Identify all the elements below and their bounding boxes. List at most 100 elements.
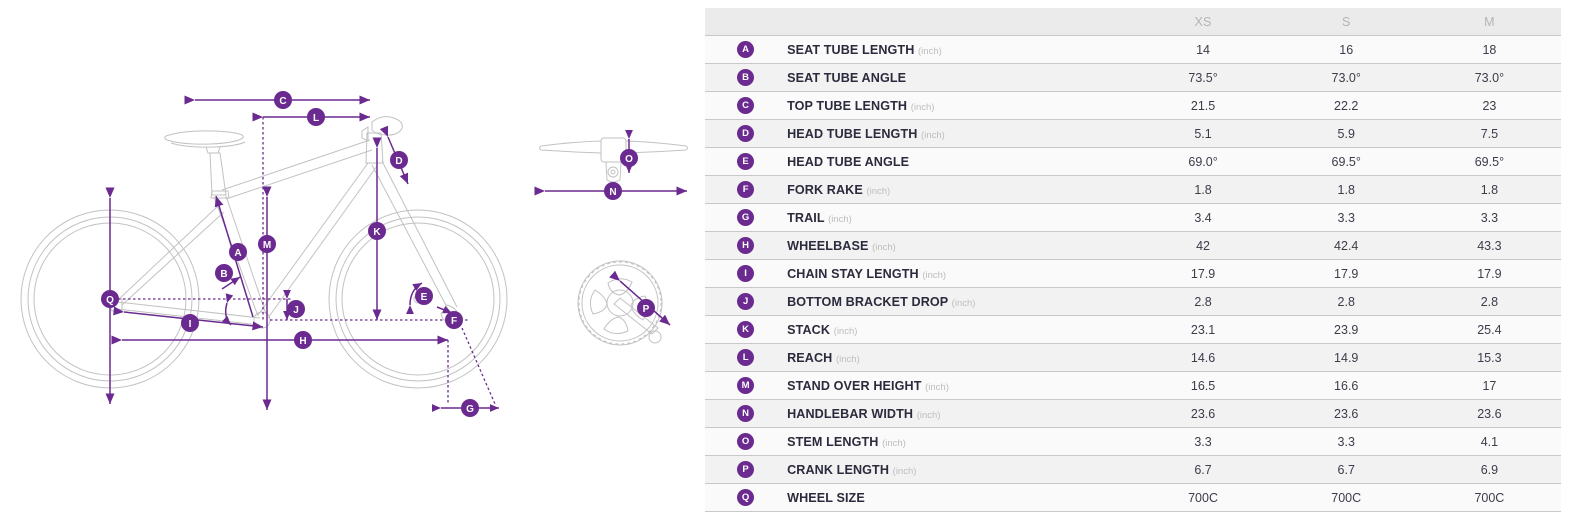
svg-text:H: H xyxy=(299,336,306,347)
marker-badge-f: F xyxy=(737,180,755,198)
value-cell-xs: 2.8 xyxy=(1131,287,1275,316)
marker-badge-d: D xyxy=(737,124,755,142)
row-label-cell: STEM LENGTH (inch) xyxy=(787,427,1132,456)
column-header-m: M xyxy=(1417,8,1561,36)
value-cell-s: 3.3 xyxy=(1274,203,1418,232)
svg-text:E: E xyxy=(421,292,428,303)
row-label-cell: HEAD TUBE LENGTH (inch) xyxy=(787,119,1132,148)
marker-badge-g: G xyxy=(737,208,755,226)
row-label-cell: TOP TUBE LENGTH (inch) xyxy=(787,91,1132,120)
value-cell-m: 700C xyxy=(1417,483,1561,512)
row-unit: (inch) xyxy=(872,241,896,253)
dimension-D-head-tube-length: D xyxy=(379,125,409,185)
row-badge-cell: J xyxy=(705,287,788,316)
value-cell-xs: 1.8 xyxy=(1131,175,1275,204)
column-header-xs: XS xyxy=(1131,8,1275,36)
row-badge-cell: D xyxy=(705,119,788,148)
row-label-cell: WHEELBASE (inch) xyxy=(787,231,1132,260)
row-badge-cell: C xyxy=(705,91,788,120)
row-label-cell: CRANK LENGTH (inch) xyxy=(787,455,1132,484)
value-cell-s: 73.0° xyxy=(1274,63,1418,92)
value-cell-s: 42.4 xyxy=(1274,231,1418,260)
row-unit: (inch) xyxy=(918,45,942,57)
marker-badge-e: E xyxy=(737,152,755,170)
value-cell-s: 17.9 xyxy=(1274,259,1418,288)
value-cell-m: 2.8 xyxy=(1417,287,1561,316)
value-cell-xs: 5.1 xyxy=(1131,119,1275,148)
svg-text:K: K xyxy=(373,227,381,238)
value-cell-s: 14.9 xyxy=(1274,343,1418,372)
marker-badge-j: J xyxy=(737,292,755,310)
row-label-cell: STAND OVER HEIGHT (inch) xyxy=(787,371,1132,400)
value-cell-m: 6.9 xyxy=(1417,455,1561,484)
value-cell-xs: 14 xyxy=(1131,35,1275,64)
row-label: WHEEL SIZE xyxy=(787,490,865,505)
row-unit: (inch) xyxy=(833,325,858,337)
value-cell-m: 73.0° xyxy=(1417,63,1561,92)
row-unit: (inch) xyxy=(925,381,949,393)
row-unit: (inch) xyxy=(910,101,935,113)
svg-text:B: B xyxy=(220,269,227,280)
marker-badge-m: M xyxy=(737,376,755,394)
marker-badge-o: O xyxy=(737,432,755,450)
svg-text:A: A xyxy=(234,248,241,259)
marker-badge-h: H xyxy=(737,236,755,254)
marker-badge-q: Q xyxy=(737,488,755,506)
value-cell-s: 23.9 xyxy=(1274,315,1418,344)
row-label: STACK xyxy=(787,322,831,337)
value-cell-m: 15.3 xyxy=(1417,343,1561,372)
value-cell-s: 700C xyxy=(1274,483,1418,512)
row-label-cell: TRAIL (inch) xyxy=(787,203,1132,232)
row-unit: (inch) xyxy=(892,465,917,477)
row-label: STAND OVER HEIGHT xyxy=(787,378,922,393)
value-cell-xs: 23.1 xyxy=(1131,315,1275,344)
row-label-cell: HANDLEBAR WIDTH (inch) xyxy=(787,399,1132,428)
dimension-A-seat-tube-length: A xyxy=(214,195,254,318)
value-cell-s: 69.5° xyxy=(1274,147,1418,176)
row-label: HEAD TUBE LENGTH xyxy=(787,126,918,141)
row-label-cell: WHEEL SIZE xyxy=(787,483,1132,512)
table-header: XS S M xyxy=(705,8,1561,36)
row-unit: (inch) xyxy=(921,129,945,141)
value-cell-xs: 700C xyxy=(1131,483,1275,512)
marker-badge-b: B xyxy=(737,68,755,86)
value-cell-s: 6.7 xyxy=(1274,455,1418,484)
svg-text:J: J xyxy=(293,305,299,316)
value-cell-xs: 14.6 xyxy=(1131,343,1275,372)
row-badge-cell: F xyxy=(705,175,788,204)
value-cell-s: 2.8 xyxy=(1274,287,1418,316)
svg-text:F: F xyxy=(451,316,457,327)
value-cell-m: 69.5° xyxy=(1417,147,1561,176)
value-cell-m: 23.6 xyxy=(1417,399,1561,428)
row-label: REACH xyxy=(787,350,833,365)
row-badge-cell: B xyxy=(705,63,788,92)
value-cell-m: 25.4 xyxy=(1417,315,1561,344)
dimension-P-crank-length: P xyxy=(609,270,671,326)
value-cell-s: 22.2 xyxy=(1274,91,1418,120)
value-cell-m: 17.9 xyxy=(1417,259,1561,288)
dimension-B-seat-tube-angle: B xyxy=(215,264,241,326)
row-unit: (inch) xyxy=(882,437,906,449)
row-unit: (inch) xyxy=(916,409,941,421)
svg-text:O: O xyxy=(625,154,633,165)
row-badge-cell: H xyxy=(705,231,788,260)
value-cell-m: 7.5 xyxy=(1417,119,1561,148)
row-label-cell: HEAD TUBE ANGLE xyxy=(787,147,1132,176)
value-cell-m: 18 xyxy=(1417,35,1561,64)
row-label-cell: SEAT TUBE ANGLE xyxy=(787,63,1132,92)
row-badge-cell: A xyxy=(705,35,788,64)
row-unit: (inch) xyxy=(835,353,860,365)
marker-badge-c: C xyxy=(737,96,755,114)
row-label: TOP TUBE LENGTH xyxy=(787,98,908,113)
marker-badge-i: I xyxy=(737,264,755,282)
value-cell-xs: 3.4 xyxy=(1131,203,1275,232)
